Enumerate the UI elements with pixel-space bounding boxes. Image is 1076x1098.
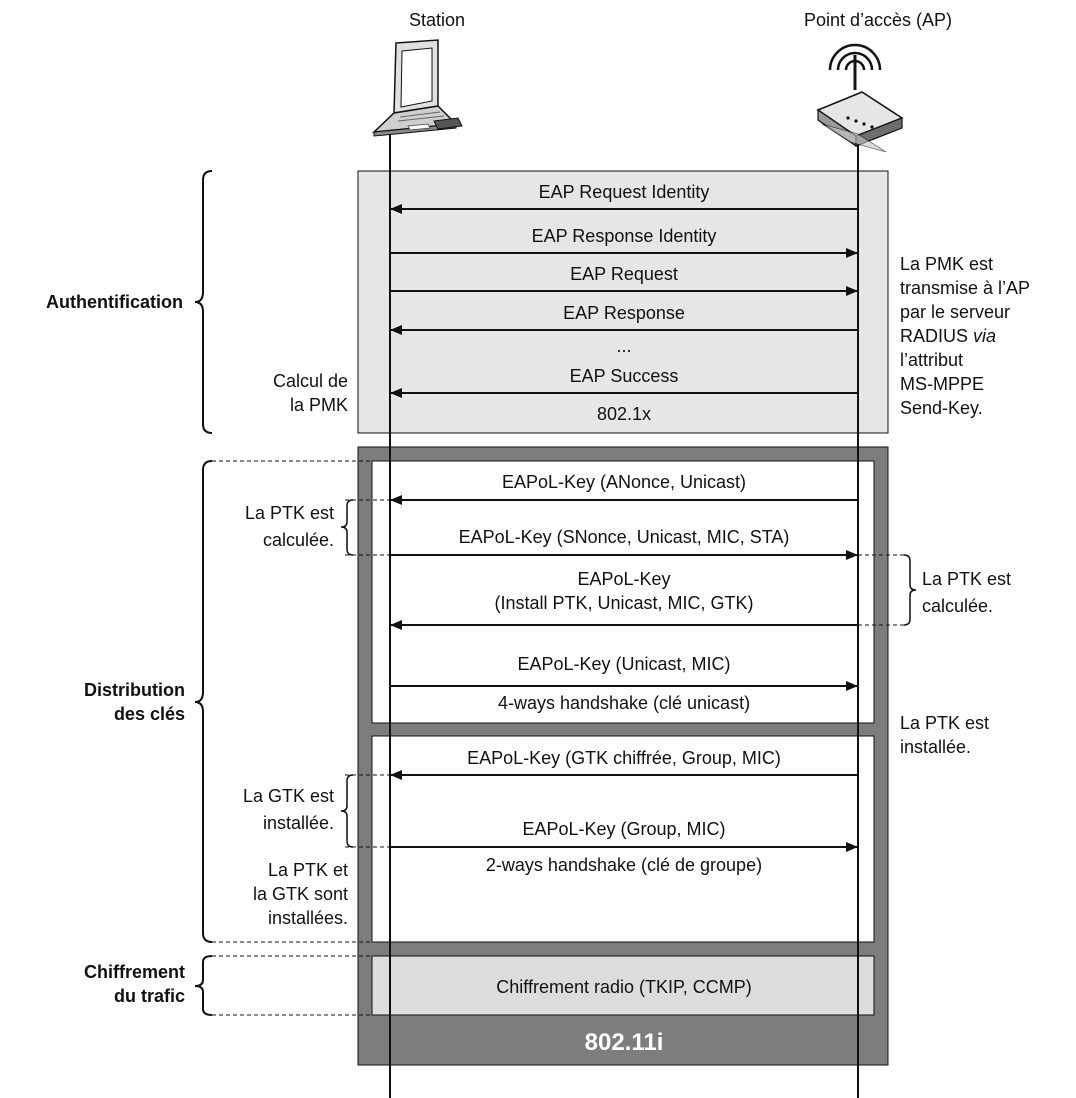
- ptk-computed-left-brace: [340, 499, 354, 556]
- svg-text:transmise à l’AP: transmise à l’AP: [900, 278, 1030, 298]
- ptk-gtk-installed-line1: La PTK et: [268, 860, 348, 880]
- wireless-access-point-icon: [816, 43, 904, 153]
- msg-ellipsis: ...: [616, 336, 631, 356]
- laptop-icon: [371, 39, 463, 137]
- msg-eap-response-identity: EAP Response Identity: [532, 226, 717, 246]
- msg-4way-2: EAPoL-Key (SNonce, Unicast, MIC, STA): [459, 527, 790, 547]
- svg-text:La PMK est: La PMK est: [900, 254, 993, 274]
- svg-text:Send-Key.: Send-Key.: [900, 398, 983, 418]
- encryption-panel: [371, 955, 875, 1016]
- four-way-handshake-panel: [371, 460, 875, 724]
- ptk-computed-left-line1: La PTK est: [245, 503, 334, 523]
- distribution-phase-brace: [194, 460, 213, 943]
- auth-panel: [357, 170, 889, 434]
- auth-messages: EAP Request Identity EAP Response Identi…: [390, 182, 858, 424]
- standard-80211i-label: 802.11i: [585, 1029, 664, 1056]
- pmk-calc-note-line2: la PMK: [290, 395, 348, 415]
- msg-eap-response: EAP Response: [563, 303, 685, 323]
- ptk-installed-right-line2: installée.: [900, 737, 971, 757]
- msg-eap-success: EAP Success: [570, 366, 679, 386]
- ptk-computed-left-line2: calculée.: [263, 530, 334, 550]
- msg-eap-request-identity: EAP Request Identity: [539, 182, 710, 202]
- encryption-phase-brace: [194, 955, 213, 1016]
- ptk-installed-right-line1: La PTK est: [900, 713, 989, 733]
- ptk-gtk-installed-line2: la GTK sont: [253, 884, 348, 904]
- svg-text:MS-MPPE: MS-MPPE: [900, 374, 984, 394]
- two-way-handshake-panel: [371, 735, 875, 943]
- auth-phase-brace: [194, 170, 213, 434]
- encryption-phase-label-line1: Chiffrement: [84, 962, 185, 982]
- ptk-computed-right-brace: [903, 554, 917, 626]
- svg-text:RADIUS via: RADIUS via: [900, 326, 996, 346]
- distribution-phase-label-line2: des clés: [114, 704, 185, 724]
- ptk-gtk-installed-line3: installées.: [268, 908, 348, 928]
- gtk-installed-left-brace: [340, 774, 354, 848]
- encryption-label: Chiffrement radio (TKIP, CCMP): [496, 977, 751, 997]
- auth-phase-label: Authentification: [46, 292, 183, 312]
- pmk-transmission-note: La PMK est transmise à l’AP par le serve…: [900, 254, 1030, 418]
- msg-4way-3-line2: (Install PTK, Unicast, MIC, GTK): [494, 593, 753, 613]
- right-dashed-guides: [858, 554, 904, 626]
- distribution-phase-label-line1: Distribution: [84, 680, 185, 700]
- encryption-phase-label-line2: du trafic: [114, 986, 185, 1006]
- msg-4way-3-line1: EAPoL-Key: [577, 569, 670, 589]
- gtk-installed-left-line2: installée.: [263, 813, 334, 833]
- msg-4way-1: EAPoL-Key (ANonce, Unicast): [502, 472, 746, 492]
- protocol-8021x-label: 802.1x: [597, 404, 651, 424]
- two-way-handshake-label: 2-ways handshake (clé de groupe): [486, 855, 762, 875]
- ap-label: Point d’accès (AP): [804, 10, 952, 30]
- gtk-installed-left-line1: La GTK est: [243, 786, 334, 806]
- left-dashed-guides: [212, 460, 390, 1016]
- two-way-messages: EAPoL-Key (GTK chiffrée, Group, MIC) EAP…: [390, 748, 858, 875]
- msg-4way-4: EAPoL-Key (Unicast, MIC): [517, 654, 730, 674]
- four-way-handshake-label: 4-ways handshake (clé unicast): [498, 693, 750, 713]
- msg-2way-2: EAPoL-Key (Group, MIC): [522, 819, 725, 839]
- svg-text:par le serveur: par le serveur: [900, 302, 1010, 322]
- pmk-calc-note-line1: Calcul de: [273, 371, 348, 391]
- four-way-messages: EAPoL-Key (ANonce, Unicast) EAPoL-Key (S…: [390, 472, 858, 713]
- svg-text:l’attribut: l’attribut: [900, 350, 963, 370]
- ptk-computed-right-line2: calculée.: [922, 596, 993, 616]
- msg-eap-request: EAP Request: [570, 264, 678, 284]
- msg-2way-1: EAPoL-Key (GTK chiffrée, Group, MIC): [467, 748, 781, 768]
- station-label: Station: [409, 10, 465, 30]
- ptk-computed-right-line1: La PTK est: [922, 569, 1011, 589]
